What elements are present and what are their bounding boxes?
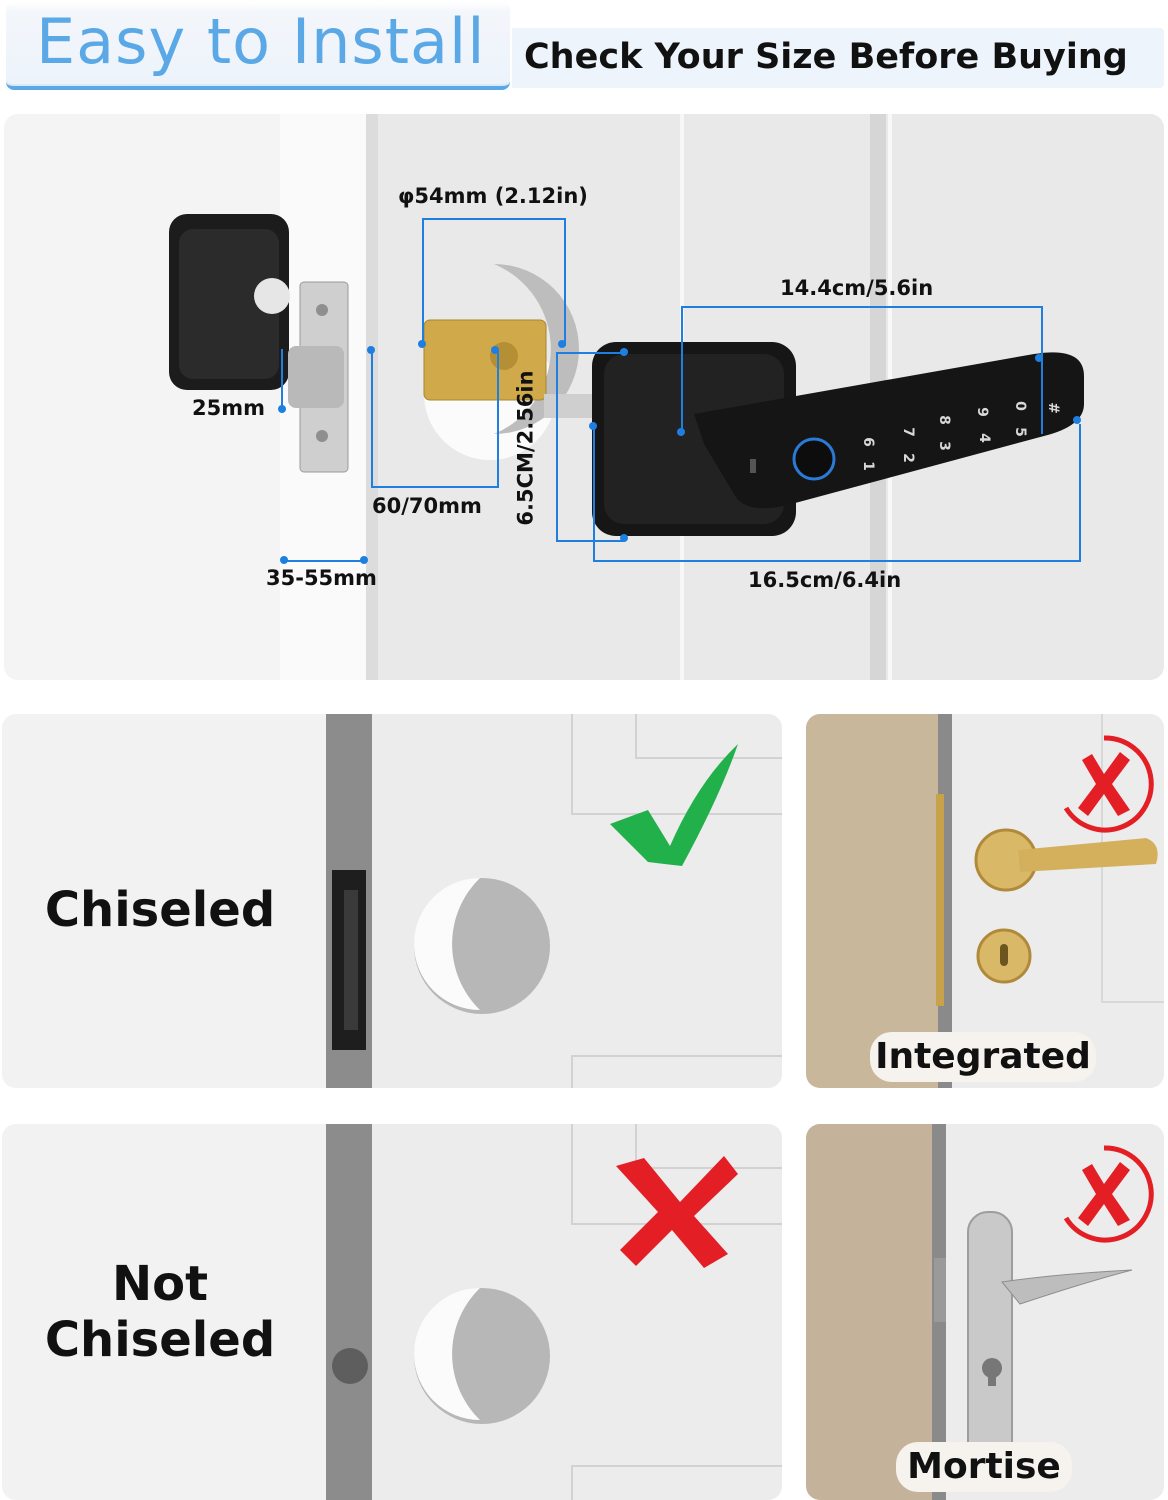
keypad-digit: # — [1044, 402, 1061, 414]
panel-chiseled: Chiseled — [2, 714, 782, 1088]
integrated-lock-illustration — [806, 714, 1164, 1088]
mortise-lock-illustration — [806, 1124, 1164, 1500]
circle-cross-icon — [1063, 735, 1154, 833]
dim-dot — [677, 428, 685, 436]
dim-line-total — [593, 424, 1081, 562]
dim-dot — [1073, 416, 1081, 424]
label-latch-width: 25mm — [192, 396, 265, 420]
dim-dot — [280, 556, 288, 564]
label-mortise: Mortise — [896, 1442, 1072, 1492]
dim-line-thickness — [284, 560, 364, 562]
page-title: Easy to Install — [36, 5, 486, 78]
label-hole-diameter: φ54mm (2.12in) — [398, 184, 588, 208]
dim-dot — [418, 340, 426, 348]
panel-not-chiseled: Not Chiseled — [2, 1124, 782, 1500]
panel-integrated: Integrated — [806, 714, 1164, 1088]
dim-line-backset — [371, 350, 499, 488]
subtitle-banner: Check Your Size Before Buying — [512, 28, 1164, 88]
dim-dot — [367, 346, 375, 354]
dim-dot — [278, 405, 286, 413]
dim-line-lever — [681, 306, 1043, 434]
page-subtitle: Check Your Size Before Buying — [524, 37, 1128, 77]
door-illustration — [4, 114, 1164, 680]
label-integrated: Integrated — [870, 1032, 1096, 1082]
dim-line-hole — [422, 218, 566, 346]
dimension-diagram: 9 0 # 7 8 6 4 5 1 2 3 25mm φ54mm (2.12in… — [4, 114, 1164, 680]
label-chiseled: Chiseled — [44, 882, 276, 938]
label-backset: 60/70mm — [372, 494, 482, 518]
dim-dot — [360, 556, 368, 564]
label-total-length: 16.5cm/6.4in — [748, 568, 902, 592]
dim-dot — [491, 346, 499, 354]
label-lever-length: 14.4cm/5.6in — [780, 276, 934, 300]
dim-line-25mm — [281, 349, 283, 409]
dim-dot — [620, 348, 628, 356]
dim-line-rose-height — [556, 352, 624, 542]
cross-icon — [616, 1156, 738, 1268]
dim-dot — [558, 340, 566, 348]
dim-dot — [1035, 354, 1043, 362]
label-rose-height: 6.5CM/2.56in — [513, 370, 538, 526]
circle-cross-icon — [1063, 1145, 1154, 1243]
check-icon — [610, 744, 738, 866]
panel-mortise: Mortise — [806, 1124, 1164, 1500]
dim-dot — [589, 422, 597, 430]
label-door-thickness: 35-55mm — [266, 566, 377, 590]
title-banner: Easy to Install — [6, 2, 510, 90]
dim-dot — [620, 534, 628, 542]
label-not-chiseled: Not Chiseled — [44, 1256, 276, 1368]
